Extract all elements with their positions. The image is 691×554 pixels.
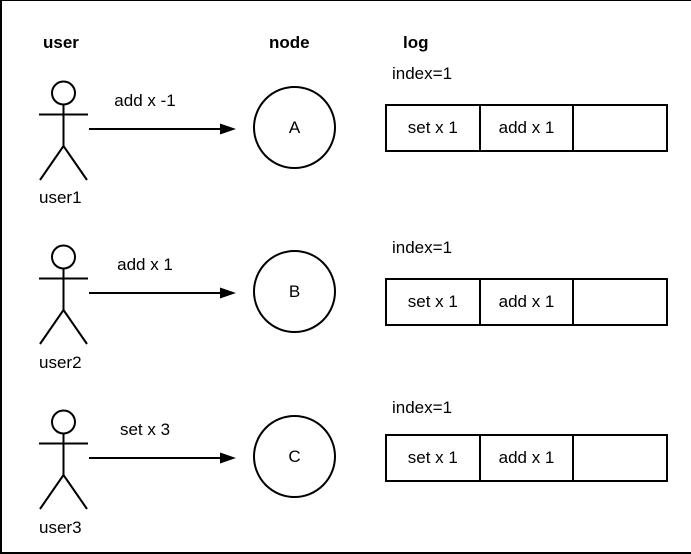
user-stick-figure-icon — [36, 80, 91, 181]
message-label: add x 1 — [117, 255, 173, 274]
log-cell: add x 1 — [481, 436, 575, 480]
log-cell: set x 1 — [387, 106, 481, 150]
message-label: set x 3 — [119, 420, 171, 439]
log-cell: set x 1 — [387, 280, 481, 324]
node-circle: B — [253, 250, 336, 333]
log-cell-empty — [574, 106, 666, 150]
log-index-label: index=1 — [392, 64, 453, 83]
user-name-label: user2 — [39, 353, 82, 372]
column-header-user: user — [43, 33, 79, 52]
arrow-right-icon — [89, 122, 237, 136]
node-circle: C — [253, 415, 336, 498]
user-name-label: user3 — [39, 518, 82, 537]
node-letter: C — [288, 446, 301, 466]
log-cell: add x 1 — [481, 280, 575, 324]
column-header-log: log — [403, 33, 429, 52]
arrow-right-icon — [89, 451, 237, 465]
log-cell: add x 1 — [481, 106, 575, 150]
log-table: set x 1 add x 1 — [385, 278, 668, 326]
message-label: add x -1 — [114, 91, 176, 110]
column-header-node: node — [269, 33, 310, 52]
user-stick-figure-icon — [36, 244, 91, 345]
user-name-label: user1 — [39, 188, 82, 207]
log-table: set x 1 add x 1 — [385, 434, 668, 482]
user-stick-figure-icon — [36, 409, 91, 510]
node-letter: B — [288, 281, 301, 301]
log-index-label: index=1 — [392, 398, 453, 417]
log-index-label: index=1 — [392, 238, 453, 257]
log-table: set x 1 add x 1 — [385, 104, 668, 152]
node-letter: A — [288, 117, 301, 137]
arrow-right-icon — [89, 286, 237, 300]
log-cell-empty — [574, 280, 666, 324]
log-cell: set x 1 — [387, 436, 481, 480]
log-cell-empty — [574, 436, 666, 480]
node-circle: A — [253, 86, 336, 169]
